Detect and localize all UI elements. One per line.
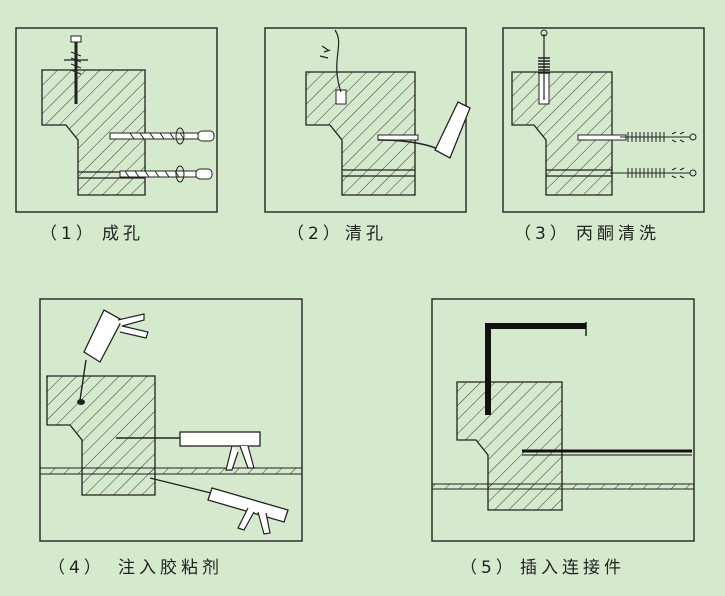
step-4-number: （4）: [48, 558, 105, 578]
panel-4-inject-adhesive: （4） 注入胶粘剂: [39, 298, 303, 578]
step-3-label: 丙酮清洗: [576, 224, 660, 244]
panel-2-blower: [434, 101, 471, 159]
panel-1-horizontal-drill-lower: [119, 165, 213, 183]
panel-2-frame: [264, 27, 467, 213]
step-1-number: （1）: [40, 224, 97, 244]
panel-5-slab-band: [431, 483, 695, 490]
panel-4-horizontal-glue-gun-lower: [149, 477, 289, 535]
panel-4-frame: [39, 298, 303, 542]
panel-1-drilling: （1） 成孔: [15, 27, 218, 244]
panel-1-vertical-drill: [64, 35, 88, 104]
step-2-label: 清孔: [345, 224, 387, 244]
panel-3-horizontal-brush-lower: [610, 167, 697, 179]
panel-1-concrete-section: [41, 69, 146, 196]
panel-4-horizontal-glue-gun-upper: [116, 431, 261, 471]
step-4-label: 注入胶粘剂: [118, 558, 223, 578]
step-2-number: （2）: [287, 224, 344, 244]
panel-5-l-connector-bar: [485, 323, 586, 415]
panel-5-concrete-section: [456, 381, 563, 511]
panel-3-concrete-section: [511, 71, 613, 196]
panel-4-vertical-glue-gun: [77, 309, 149, 405]
step-3-number: （3）: [514, 224, 571, 244]
panel-4-slab-band: [39, 467, 303, 475]
step-5-label: 插入连接件: [520, 558, 625, 578]
panel-2-air-nozzle: [334, 29, 342, 93]
step-1-label: 成孔: [102, 224, 144, 244]
panel-5-insert-connector: （5） 插入连接件: [431, 298, 695, 578]
panel-3-frame: [502, 27, 705, 213]
panel-1-horizontal-drill-upper: [109, 127, 215, 145]
panel-2-concrete-section: [305, 71, 416, 196]
panel-3-acetone-cleaning: （3） 丙酮清洗: [502, 27, 705, 244]
panel-4-concrete-section: [46, 375, 156, 496]
panel-2-vertical-hole: [335, 89, 347, 105]
step-5-number: （5）: [460, 558, 517, 578]
panel-1-frame: [15, 27, 218, 213]
panel-2-hole-cleaning: （2） 清孔: [264, 27, 471, 244]
panel-5-frame: [431, 298, 695, 542]
panel-3-horizontal-brush-upper: [577, 131, 697, 143]
panel-3-vertical-brush: [538, 29, 550, 105]
